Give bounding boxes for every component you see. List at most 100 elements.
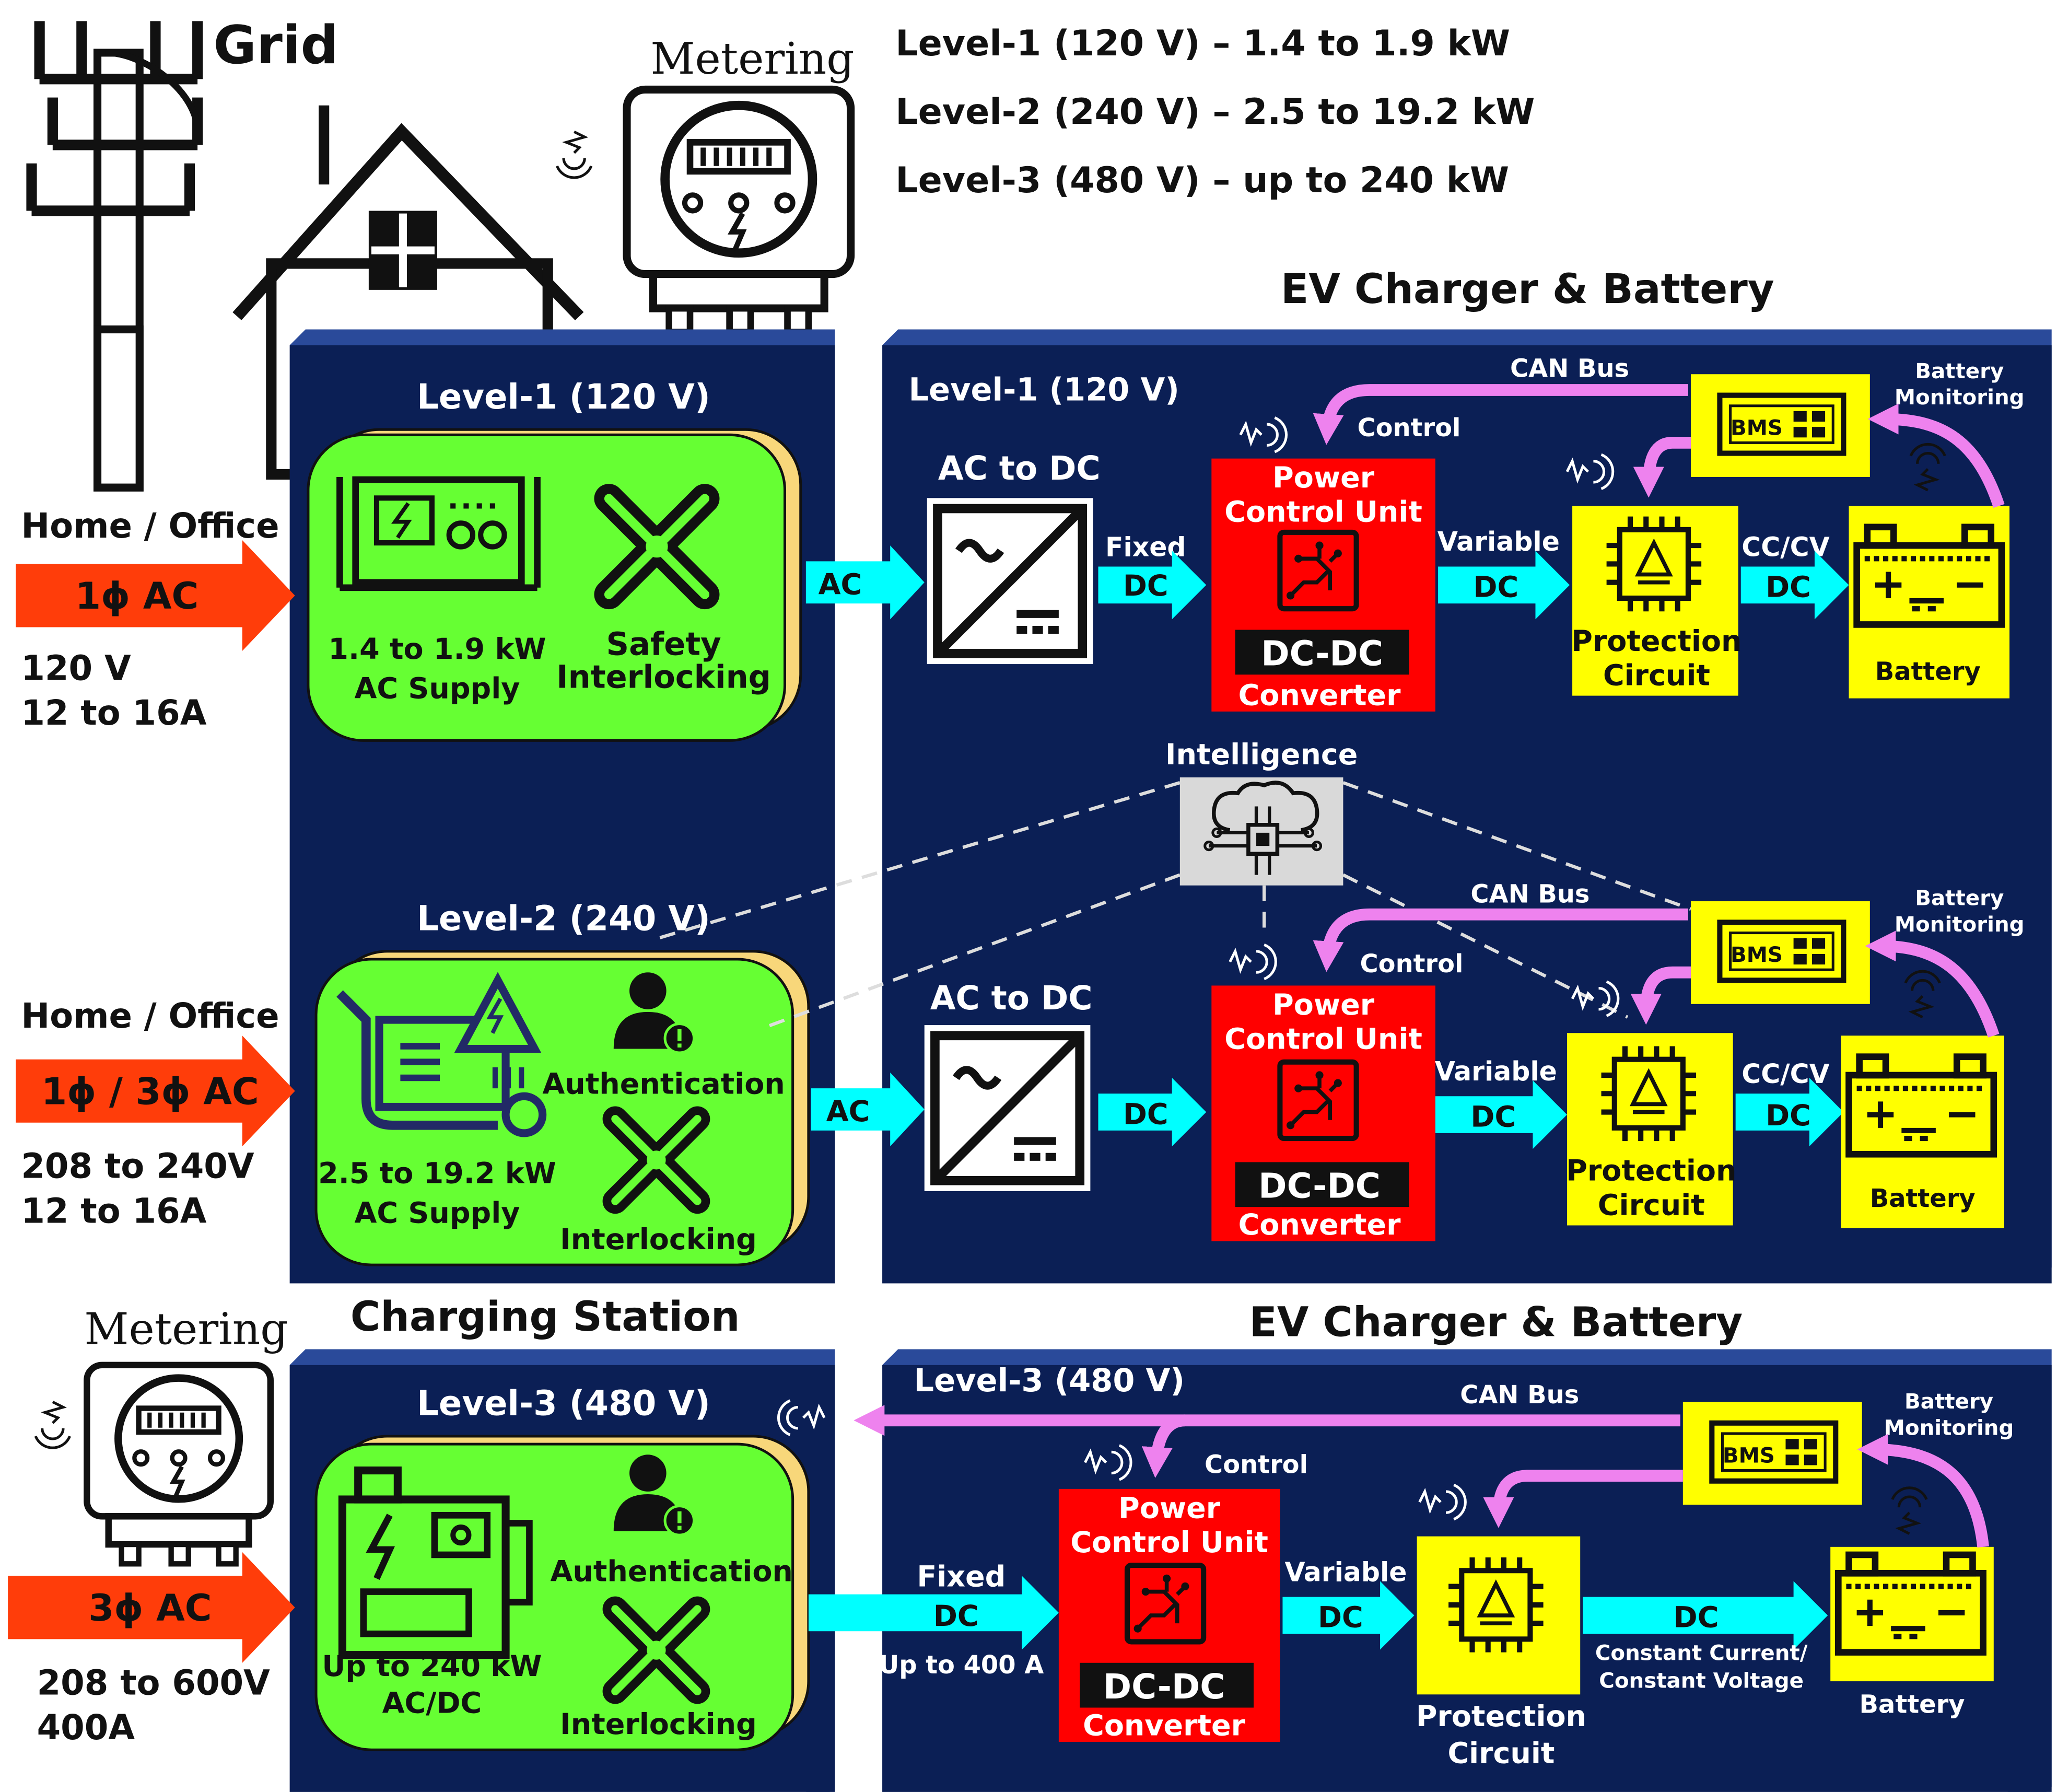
l3-variable-label: Variable	[1284, 1556, 1407, 1587]
l2-variable-dc-arrow	[1435, 1080, 1567, 1149]
l2-variable-label: Variable	[1435, 1056, 1557, 1087]
l3-current-limit-label: Up to 400 A	[879, 1651, 1044, 1680]
l3-station-title: Level-3 (480 V)	[417, 1384, 710, 1424]
l2-protection-label-2: Circuit	[1598, 1189, 1705, 1222]
l1-converter-label: Converter	[1238, 679, 1401, 712]
l2-input-current: 12 to 16A	[21, 1191, 206, 1231]
l2-dcdc-badge	[1235, 1162, 1409, 1207]
l1-pcu-label-2: Control Unit	[1224, 496, 1422, 529]
l2-pcu-label-2: Control Unit	[1224, 1023, 1422, 1056]
l1-supply-power: 1.4 to 1.9 kW	[328, 633, 546, 666]
l1-cccv-dc-arrow	[1740, 551, 1849, 620]
charger-alert-icon-l2	[336, 972, 547, 1137]
l1-dcdc-label: DC-DC	[1261, 634, 1383, 674]
l1-protection-label-1: Protection	[1571, 625, 1742, 658]
l3-authentication-label: Authentication	[551, 1555, 793, 1588]
l3-battery-monitoring-label-2: Monitoring	[1884, 1415, 2014, 1440]
l3-pcu-label-1: Power	[1118, 1492, 1221, 1525]
l1-pcu-label-1: Power	[1272, 461, 1375, 495]
l3-variable-dc-arrow	[1282, 1581, 1415, 1650]
l1-can-bus-arrow	[1313, 384, 1688, 445]
l1-input-arrow	[16, 540, 295, 651]
intelligence-label: Intelligence	[1165, 738, 1358, 772]
intelligence-box	[1179, 777, 1343, 886]
l3-protection-label-2: Circuit	[1447, 1737, 1555, 1770]
l1-fixed-dc-label: DC	[1123, 569, 1168, 603]
l3-bms-label: BMS	[1723, 1443, 1775, 1468]
l1-battery-monitoring-arrow	[1867, 403, 2005, 508]
ev-title-bottom: EV Charger & Battery	[1249, 1298, 1743, 1346]
l1-variable-label: Variable	[1437, 526, 1560, 557]
l1-dcdc-badge	[1235, 630, 1409, 675]
generator-icon-l1	[336, 476, 541, 591]
l3-battery-label: Battery	[1860, 1691, 1965, 1719]
l3-interlocking-label: Interlocking	[560, 1708, 757, 1741]
l1-input-voltage: 120 V	[21, 648, 131, 688]
l1-ac-link-arrow	[805, 545, 925, 620]
l2-authentication-label: Authentication	[542, 1067, 785, 1101]
l2-protection-label-1: Protection	[1566, 1155, 1736, 1188]
l3-cccv-dc-label: DC	[1674, 1601, 1719, 1635]
l3-dcdc-label: DC-DC	[1103, 1667, 1225, 1707]
l2-dc-label: DC	[1123, 1098, 1168, 1131]
l1-battery-label: Battery	[1875, 657, 1981, 686]
l3-pcu-label-2: Control Unit	[1070, 1526, 1268, 1560]
l2-dcdc-label: DC-DC	[1258, 1166, 1381, 1206]
l2-supply-type: AC Supply	[355, 1196, 520, 1230]
l1-site-label: Home / Office	[21, 506, 279, 546]
power-pole-base	[93, 325, 144, 492]
l1-station-title: Level-1 (120 V)	[417, 377, 710, 417]
metering-top-label: Metering	[650, 33, 854, 84]
l1-variable-dc-label: DC	[1473, 571, 1518, 604]
l3-charger-title: Level-3 (480 V)	[914, 1363, 1185, 1399]
wireless-icon-meter-bottom	[36, 1402, 70, 1448]
l3-input-arrow-label: 3ϕ AC	[88, 1586, 212, 1630]
l2-bms-to-protection-arrow	[1630, 966, 1691, 1025]
l1-can-bus-label: CAN Bus	[1510, 354, 1629, 383]
l2-input-arrow	[16, 1035, 295, 1147]
l1-bms-label: BMS	[1731, 415, 1783, 440]
brain-chip-icon	[1203, 781, 1323, 875]
l2-acdc-label: AC to DC	[930, 979, 1093, 1017]
l3-constant-voltage-label: Constant Voltage	[1599, 1669, 1804, 1693]
l1-station-card	[307, 433, 787, 742]
l2-interlocking-label: Interlocking	[560, 1223, 757, 1256]
l2-ac-link-label: AC	[826, 1095, 870, 1128]
level-summary-3: Level-3 (480 V) – up to 240 kW	[895, 160, 1509, 201]
l3-variable-dc-label: DC	[1318, 1601, 1363, 1635]
l3-input-voltage: 208 to 600V	[37, 1663, 271, 1703]
l2-pcu-label-1: Power	[1272, 988, 1375, 1022]
l2-control-label: Control	[1360, 950, 1464, 979]
l2-bms-label: BMS	[1731, 942, 1783, 967]
l2-battery-label: Battery	[1870, 1184, 1976, 1213]
l2-site-label: Home / Office	[21, 996, 279, 1036]
l1-battery-monitoring-label-1: Battery	[1915, 359, 2004, 383]
l2-ac-link-arrow	[811, 1072, 925, 1147]
l2-can-bus-arrow	[1313, 908, 1688, 972]
l2-can-bus-label: CAN Bus	[1470, 880, 1590, 909]
l3-battery-monitoring-label-1: Battery	[1904, 1389, 1993, 1414]
l2-acdc-converter-icon	[925, 1025, 1091, 1191]
l1-input-arrow-label: 1ϕ AC	[75, 574, 198, 618]
l2-station-title: Level-2 (240 V)	[417, 899, 710, 939]
level-summary-2: Level-2 (240 V) – 2.5 to 19.2 kW	[895, 91, 1535, 133]
l1-supply-type: AC Supply	[355, 672, 520, 706]
l2-battery-monitoring-arrow	[1865, 930, 2000, 1038]
l2-cccv-dc-arrow	[1735, 1077, 1844, 1147]
l3-cccv-dc-arrow	[1583, 1581, 1828, 1650]
l3-bms-to-protection-arrow	[1483, 1470, 1683, 1528]
grid-label: Grid	[213, 14, 338, 76]
l3-supply-power: Up to 240 kW	[322, 1650, 542, 1683]
l3-control-label: Control	[1205, 1451, 1308, 1480]
l2-cccv-label: CC/CV	[1742, 1058, 1829, 1089]
wireless-icon-meter-top	[557, 132, 591, 178]
l3-supply-type: AC/DC	[382, 1687, 482, 1720]
l3-input-current: 400A	[37, 1708, 135, 1748]
meter-icon-bottom	[87, 1365, 270, 1564]
metering-bottom-label: Metering	[84, 1304, 288, 1354]
l2-cccv-dc-label: DC	[1766, 1099, 1811, 1133]
l1-interlocking-label: Interlocking	[556, 659, 771, 695]
l1-protection-label-2: Circuit	[1603, 659, 1710, 692]
l3-fixed-label: Fixed	[917, 1560, 1006, 1593]
l1-variable-dc-arrow	[1437, 551, 1570, 620]
